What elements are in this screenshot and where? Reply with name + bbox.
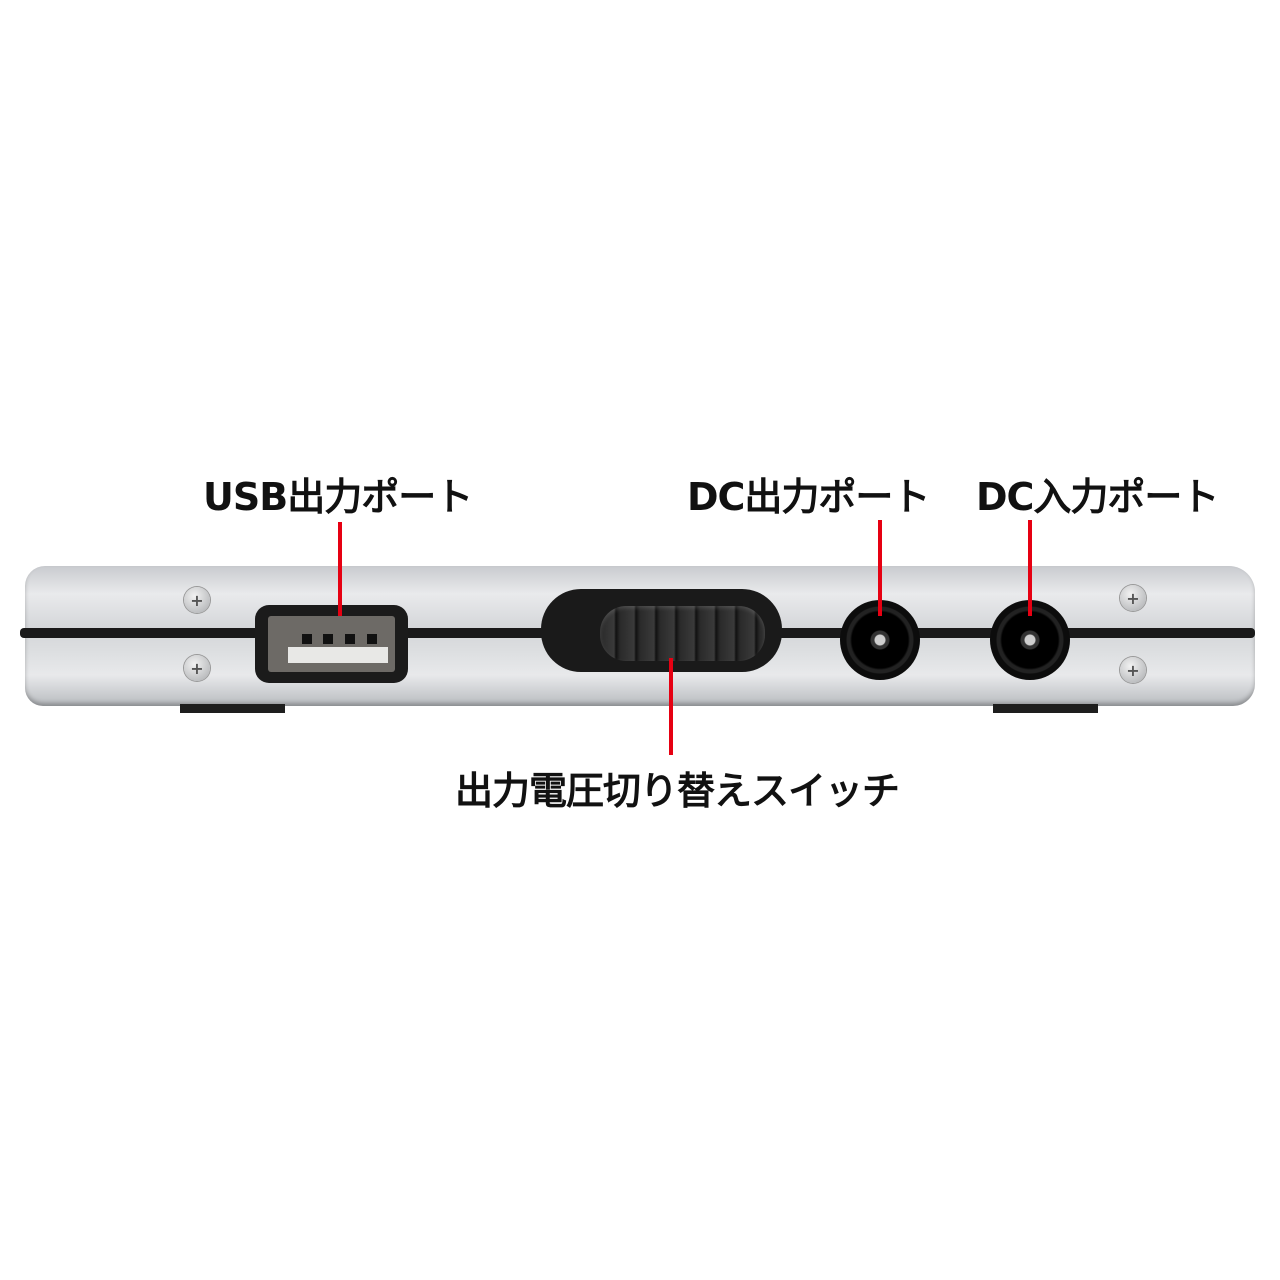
usb-tongue [288,647,388,663]
leader-line-dc-input [1028,520,1032,616]
device-foot [180,704,285,713]
screw-icon: + [1120,585,1146,611]
label-voltage-switch: 出力電圧切り替えスイッチ [455,769,900,813]
usb-pin [345,634,355,644]
voltage-switch-knob [600,606,765,661]
label-dc-output-port: DC出力ポート [687,475,930,519]
label-usb-output-port: USB出力ポート [203,475,473,519]
label-dc-input-port: DC入力ポート [976,475,1219,519]
leader-line-switch [669,658,673,755]
usb-port-cavity [268,616,395,672]
leader-line-usb [338,522,342,616]
device-foot [993,704,1098,713]
usb-pin [302,634,312,644]
screw-icon: + [184,655,210,681]
screw-icon: + [1120,657,1146,683]
leader-line-dc-output [878,520,882,616]
usb-pin [367,634,377,644]
screw-icon: + [184,587,210,613]
usb-pin [323,634,333,644]
